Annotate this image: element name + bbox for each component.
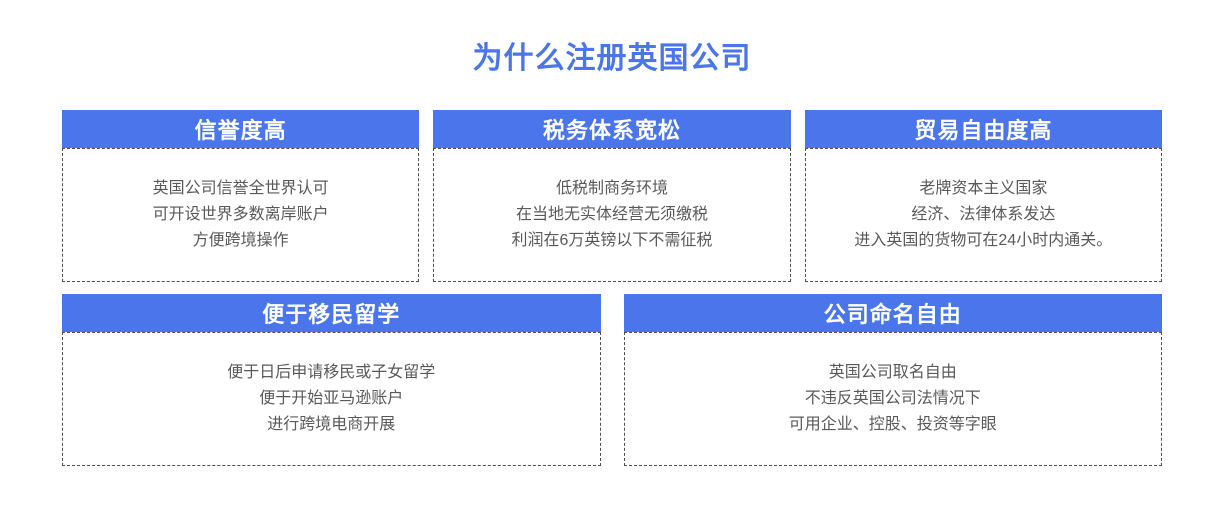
benefit-card-title: 税务体系宽松	[433, 110, 791, 148]
benefit-card-naming-freedom: 公司命名自由 英国公司取名自由 不违反英国公司法情况下 可用企业、控股、投资等字…	[623, 294, 1162, 466]
benefit-card-body: 便于日后申请移民或子女留学 便于开始亚马逊账户 进行跨境电商开展	[62, 332, 601, 466]
benefit-card-body: 英国公司取名自由 不违反英国公司法情况下 可用企业、控股、投资等字眼	[623, 332, 1162, 466]
benefit-card-trade-freedom: 贸易自由度高 老牌资本主义国家 经济、法律体系发达 进入英国的货物可在24小时内…	[804, 110, 1162, 282]
benefit-card-title: 公司命名自由	[623, 294, 1162, 332]
benefits-row-bottom: 便于移民留学 便于日后申请移民或子女留学 便于开始亚马逊账户 进行跨境电商开展 …	[62, 294, 1162, 466]
benefit-line: 进行跨境电商开展	[267, 416, 396, 433]
benefits-row-top: 信誉度高 英国公司信誉全世界认可 可开设世界多数离岸账户 方便跨境操作 税务体系…	[62, 110, 1162, 282]
benefit-line: 老牌资本主义国家	[919, 180, 1048, 197]
benefit-line: 便于开始亚马逊账户	[259, 390, 404, 407]
benefit-line: 可用企业、控股、投资等字眼	[788, 416, 997, 433]
benefit-line: 在当地无实体经营无须缴税	[515, 206, 708, 223]
benefit-line: 进入英国的货物可在24小时内通关。	[854, 232, 1113, 249]
benefit-line: 不违反英国公司法情况下	[804, 390, 981, 407]
benefit-line: 低税制商务环境	[555, 180, 668, 197]
page-title: 为什么注册英国公司	[472, 42, 752, 75]
benefit-card-title: 贸易自由度高	[804, 110, 1162, 148]
benefit-line: 可开设世界多数离岸账户	[152, 206, 329, 223]
benefit-line: 经济、法律体系发达	[911, 206, 1056, 223]
benefit-line: 英国公司信誉全世界认可	[152, 180, 329, 197]
benefit-line: 英国公司取名自由	[828, 364, 957, 381]
benefit-card-body: 英国公司信誉全世界认可 可开设世界多数离岸账户 方便跨境操作	[62, 148, 420, 282]
benefit-line: 利润在6万英镑以下不需征税	[511, 232, 713, 249]
benefit-card-title: 信誉度高	[62, 110, 420, 148]
benefit-line: 方便跨境操作	[192, 232, 289, 249]
benefit-card-body: 老牌资本主义国家 经济、法律体系发达 进入英国的货物可在24小时内通关。	[804, 148, 1162, 282]
benefit-line: 便于日后申请移民或子女留学	[227, 364, 436, 381]
benefit-card-credibility: 信誉度高 英国公司信誉全世界认可 可开设世界多数离岸账户 方便跨境操作	[62, 110, 420, 282]
benefit-card-immigration-study: 便于移民留学 便于日后申请移民或子女留学 便于开始亚马逊账户 进行跨境电商开展	[62, 294, 601, 466]
benefit-card-title: 便于移民留学	[62, 294, 601, 332]
benefit-card-body: 低税制商务环境 在当地无实体经营无须缴税 利润在6万英镑以下不需征税	[433, 148, 791, 282]
benefit-card-tax-system: 税务体系宽松 低税制商务环境 在当地无实体经营无须缴税 利润在6万英镑以下不需征…	[433, 110, 791, 282]
